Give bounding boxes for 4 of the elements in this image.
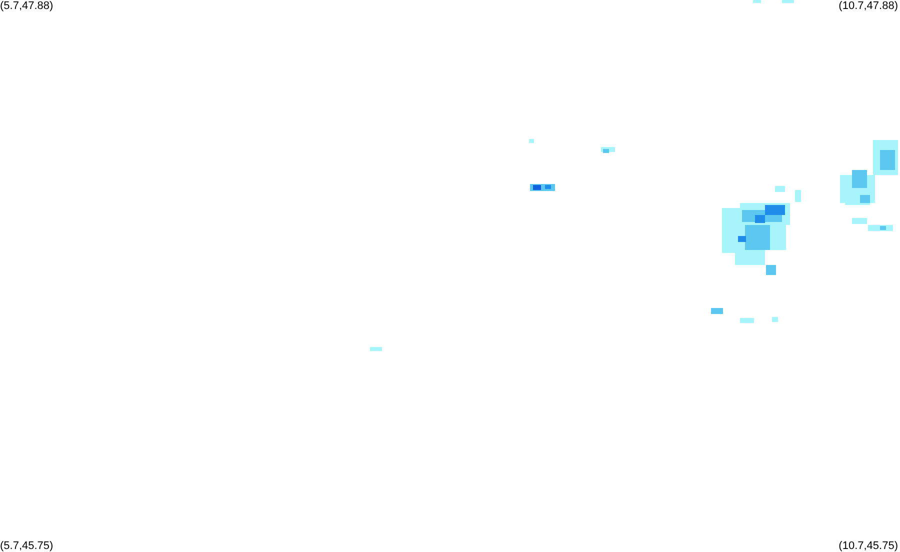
coordinate-label: (5.7,45.75) <box>0 540 54 552</box>
coordinate-label: (10.7,45.75) <box>838 540 898 552</box>
coordinate-label: (5.7,47.88) <box>0 0 54 12</box>
coordinate-label: (10.7,47.88) <box>838 0 898 12</box>
